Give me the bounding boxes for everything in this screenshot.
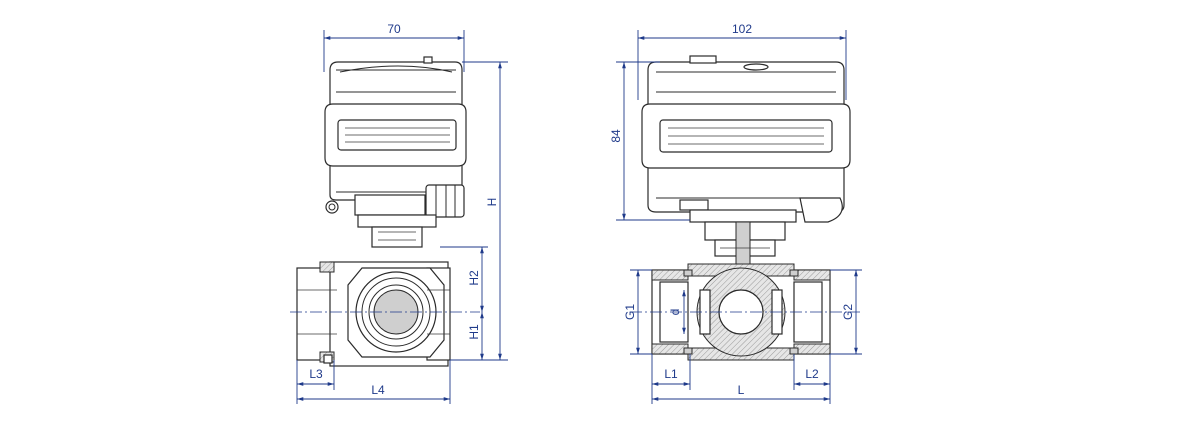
dim-L: L: [652, 383, 830, 401]
dim-L3-label: L3: [309, 367, 323, 381]
dim-G1: G1: [623, 269, 652, 355]
dim-H2-label: H2: [467, 270, 481, 286]
dim-L2: L2: [793, 354, 831, 404]
dim-L4-label: L4: [371, 383, 385, 397]
dim-G1-label: G1: [623, 304, 637, 320]
dim-L-label: L: [738, 383, 745, 397]
right-view: 102 84 G1 d G2: [609, 22, 862, 404]
left-actuator: [324, 56, 467, 248]
dim-L1: L1: [651, 354, 691, 404]
left-view: 70 H H2 H1 L3: [290, 22, 508, 404]
dim-84-label: 84: [609, 129, 623, 143]
dim-d: d: [668, 290, 686, 334]
dim-H: H: [450, 61, 508, 361]
dim-L2-label: L2: [805, 367, 819, 381]
dim-d-label: d: [668, 309, 682, 316]
dim-84: 84: [609, 61, 690, 221]
dim-102-label: 102: [732, 22, 752, 36]
left-valve-body: [296, 261, 451, 367]
dim-70-label: 70: [387, 22, 401, 36]
right-actuator: [641, 55, 851, 273]
dim-70: 70: [323, 22, 465, 72]
dim-L4: L4: [297, 360, 451, 404]
dim-G2-label: G2: [841, 304, 855, 320]
dim-H1-label: H1: [467, 324, 481, 340]
dim-H2: H2: [440, 246, 488, 312]
dim-102: 102: [637, 22, 847, 100]
dim-L3: L3: [296, 360, 335, 404]
dim-H-label: H: [485, 198, 499, 207]
dim-G2: G2: [830, 269, 862, 355]
dim-L1-label: L1: [664, 367, 678, 381]
dim-H1: H1: [467, 312, 484, 360]
